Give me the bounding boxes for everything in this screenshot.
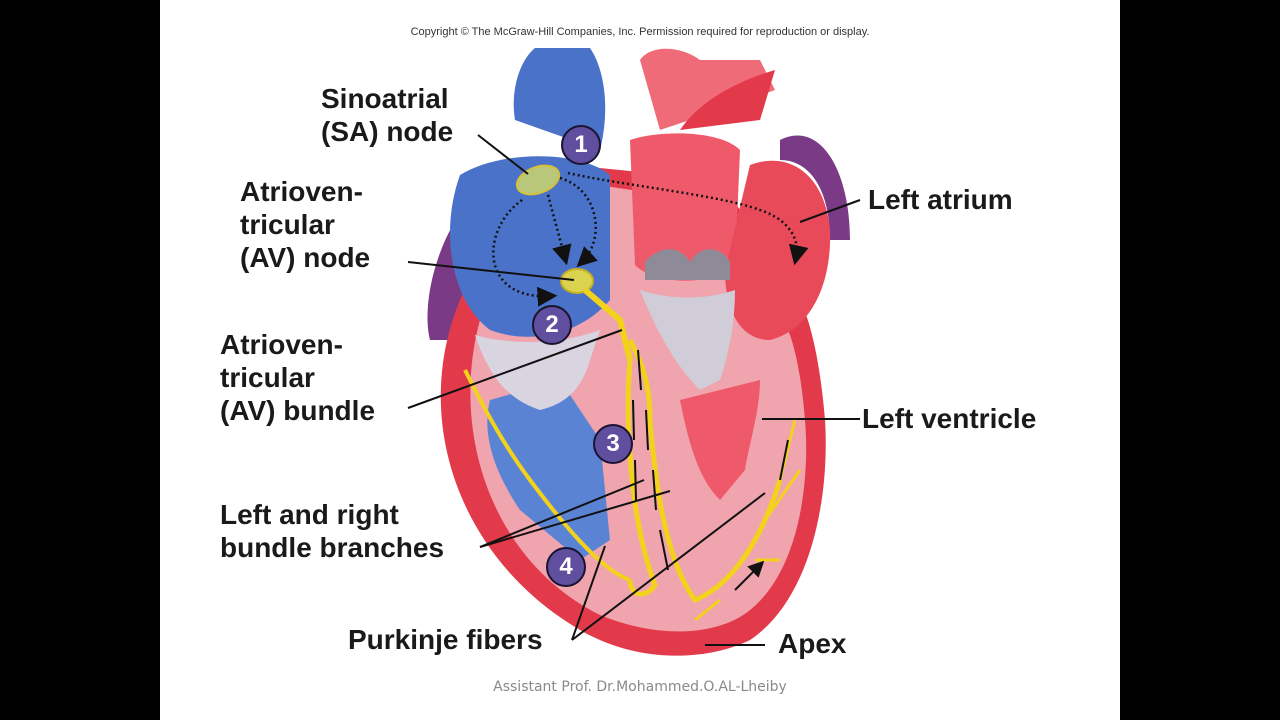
step-badge-2: 2 [532,305,572,345]
label-bundle-branches: Left and right bundle branches [220,499,445,563]
step-badge-4: 4 [546,547,586,587]
pericardium [427,180,520,340]
leader-purkinje-1 [571,545,606,641]
av-node [560,268,594,294]
left-purkinje-branch [694,419,802,622]
leader-sa-node [477,134,529,175]
copyright-notice: Copyright © The McGraw-Hill Companies, I… [410,26,870,38]
slide: Copyright © The McGraw-Hill Companies, I… [160,0,1120,720]
sa-to-av-path-1 [546,194,572,266]
pulmonary-trunk [680,70,775,130]
septum [615,300,652,600]
label-av-bundle: Atrioven- tricular (AV) bundle [220,329,376,426]
av-bundle [583,287,633,361]
leader-purkinje-2 [571,492,766,641]
bundle-arrows [632,349,789,591]
label-av-node: Atrioven- tricular (AV) node [240,176,371,273]
sa-to-left-atrium-path [567,171,809,266]
aorta [640,48,775,130]
slide-footer-author: Assistant Prof. Dr.Mohammed.O.AL-Lheiby [493,679,787,695]
step-badge-3: 3 [593,424,633,464]
right-bundle-branch [625,359,658,597]
label-apex: Apex [778,628,847,659]
right-purkinje [463,369,631,582]
leader-av-bundle [407,329,623,409]
superior-vena-cava [513,48,606,150]
right-ventricle [487,380,610,560]
leader-bundle-branch-2 [479,490,671,548]
label-sa-node: Sinoatrial (SA) node [321,83,454,147]
leader-bundle-branch-1 [479,479,645,548]
left-ventricle-cavity [680,380,760,500]
label-purkinje-fibers: Purkinje fibers [348,624,543,655]
leader-left-atrium [799,199,861,223]
left-atrium [725,160,831,340]
sa-to-av-path-3 [492,198,558,307]
mitral-valve [640,290,735,390]
leader-av-node [407,261,575,281]
pericardium-right [780,135,850,240]
leader-lines [407,134,861,646]
left-bundle-branch [627,338,783,604]
label-left-ventricle: Left ventricle [862,403,1037,434]
step-badge-1: 1 [561,125,601,165]
heart-diagram [407,48,861,656]
aortic-valve [645,249,730,280]
label-left-atrium: Left atrium [868,184,1013,215]
aortic-root [630,133,740,281]
